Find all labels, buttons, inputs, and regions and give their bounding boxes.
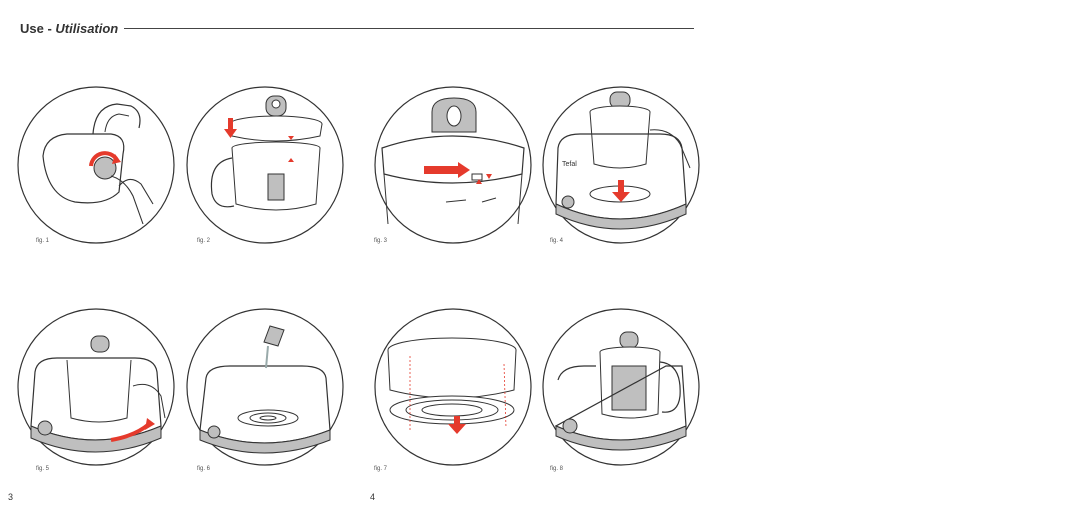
rotating-bowl-icon	[17, 308, 175, 466]
figure-7	[372, 306, 534, 468]
figure-1	[15, 84, 177, 246]
figure-5	[15, 306, 177, 468]
figure-6	[184, 306, 346, 468]
placing-bowl-icon: Tefal	[542, 86, 700, 244]
fig-7-caption: fig. 7	[374, 466, 388, 472]
locking-lid-icon	[374, 86, 532, 244]
inserting-steam-basket-icon	[374, 308, 532, 466]
fig-2-caption: fig. 2	[197, 238, 211, 244]
fig-1-caption: fig. 1	[36, 238, 50, 244]
hand-turning-blade-icon	[17, 86, 175, 244]
fig-8-caption: fig. 8	[550, 466, 564, 472]
header-rule	[124, 27, 694, 29]
section-header: Use - Utilisation	[20, 18, 694, 38]
figure-2	[184, 84, 346, 246]
brand-label: Tefal	[562, 161, 577, 168]
page-number-left: 3	[8, 492, 14, 502]
fig-3-caption: fig. 3	[374, 238, 388, 244]
figure-8	[540, 306, 702, 468]
assembling-bowl-icon	[186, 86, 344, 244]
figure-3	[372, 84, 534, 246]
page-number-right: 4	[370, 492, 376, 502]
header-title-italic: Utilisation	[55, 20, 119, 36]
fig-5-caption: fig. 5	[36, 466, 50, 472]
steaming-icon	[542, 308, 700, 466]
fig-6-caption: fig. 6	[197, 466, 211, 472]
filling-water-icon	[186, 308, 344, 466]
header-title-plain: Use -	[20, 20, 56, 36]
fig-4-caption: fig. 4	[550, 238, 564, 244]
figure-4: Tefal	[540, 84, 702, 246]
